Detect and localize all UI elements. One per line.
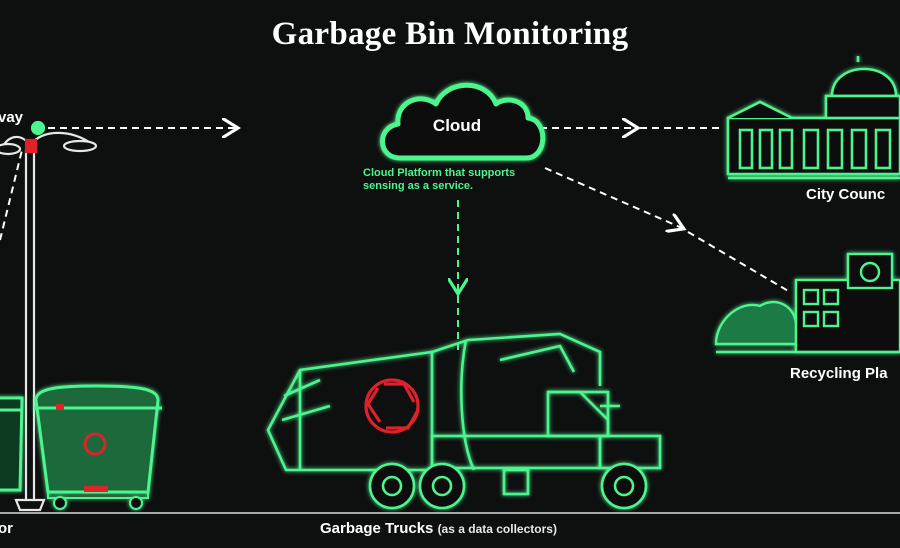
city-council-building-icon [726,56,900,180]
garbage-truck-icon [266,332,662,510]
garbage-bin-right-icon [34,384,162,510]
diagram-title: Garbage Bin Monitoring [271,16,629,52]
garbage-trucks-subtitle: (as a data collectors) [437,522,557,536]
sensor-label: or [0,520,13,537]
recycling-plant-label: Recycling Pla [790,365,888,382]
street-lamp-gateway-icon [0,120,98,512]
arrow-recycling-extension [687,231,791,293]
cloud-label: Cloud [432,116,482,135]
garbage-bin-left-icon [0,396,24,492]
cloud-icon [380,82,546,161]
cloud-caption-line-2: sensing as a service. [363,180,474,192]
garbage-trucks-title: Garbage Trucks [320,520,434,537]
gateway-label: vay [0,109,24,126]
cloud-caption: Cloud Platform that supports sensing as … [363,167,553,193]
city-council-label: City Counc [806,186,886,203]
arrow-cloud-to-recycling [544,167,682,228]
recycling-plant-icon [714,252,900,354]
recycle-symbol-icon [364,378,420,434]
cloud-caption-line-1: Cloud Platform that supports [363,167,516,179]
arrow-sensor-to-gateway [0,149,23,241]
garbage-trucks-label: Garbage Trucks (as a data collectors) [320,520,557,537]
